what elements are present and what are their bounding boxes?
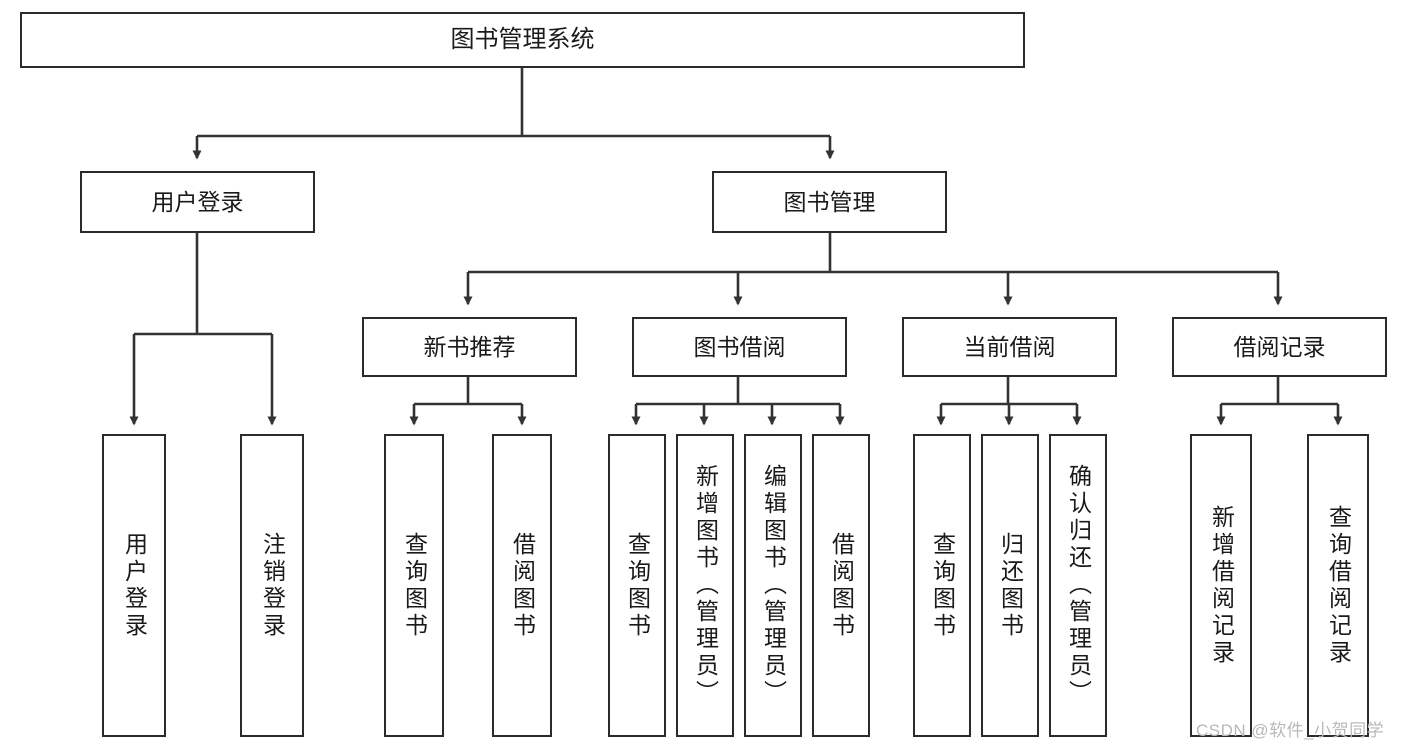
node-label: 图书管理 (783, 188, 876, 215)
node-current-borrow[interactable]: 当前借阅 (902, 317, 1117, 377)
leaf-user-login-logout[interactable]: 注销登录 (240, 434, 304, 737)
leaf-borrow-edit-book-admin[interactable]: 编辑图书（管理员） (744, 434, 802, 737)
csdn-watermark: CSDN @软件_小贺同学 (1196, 721, 1385, 740)
node-label: 编辑图书（管理员） (760, 464, 787, 707)
leaf-current-confirm-return-admin[interactable]: 确认归还（管理员） (1049, 434, 1107, 737)
leaf-user-login-login[interactable]: 用户登录 (102, 434, 166, 737)
leaf-current-query-book[interactable]: 查询图书 (913, 434, 971, 737)
node-label: 借阅图书 (509, 531, 536, 640)
node-label: 图书借阅 (693, 333, 786, 360)
leaf-record-query-record[interactable]: 查询借阅记录 (1307, 434, 1369, 737)
leaf-borrow-query-book[interactable]: 查询图书 (608, 434, 666, 737)
node-label: 归还图书 (997, 531, 1024, 640)
node-root-book-management-system[interactable]: 图书管理系统 (20, 12, 1025, 68)
node-new-book-recommend[interactable]: 新书推荐 (362, 317, 577, 377)
node-book-management[interactable]: 图书管理 (712, 171, 947, 233)
node-label: 查询图书 (929, 531, 956, 640)
node-label: 查询借阅记录 (1325, 504, 1352, 667)
node-label: 新增图书（管理员） (692, 464, 719, 707)
leaf-record-add-record[interactable]: 新增借阅记录 (1190, 434, 1252, 737)
node-label: 注销登录 (259, 531, 286, 640)
node-label: 查询图书 (401, 531, 428, 640)
leaf-new-book-borrow[interactable]: 借阅图书 (492, 434, 552, 737)
node-label: 查询图书 (624, 531, 651, 640)
node-label: 图书管理系统 (450, 26, 595, 53)
node-label: 借阅图书 (828, 531, 855, 640)
node-book-borrow[interactable]: 图书借阅 (632, 317, 847, 377)
node-label: 用户登录 (151, 188, 244, 215)
node-label: 借阅记录 (1233, 333, 1326, 360)
leaf-borrow-add-book-admin[interactable]: 新增图书（管理员） (676, 434, 734, 737)
node-user-login[interactable]: 用户登录 (80, 171, 315, 233)
node-label: 新书推荐 (423, 333, 516, 360)
node-label: 确认归还（管理员） (1065, 464, 1092, 707)
leaf-new-book-query[interactable]: 查询图书 (384, 434, 444, 737)
node-label: 新增借阅记录 (1208, 504, 1235, 667)
node-borrow-record[interactable]: 借阅记录 (1172, 317, 1387, 377)
leaf-current-return-book[interactable]: 归还图书 (981, 434, 1039, 737)
node-label: 当前借阅 (963, 333, 1056, 360)
leaf-borrow-borrow-book[interactable]: 借阅图书 (812, 434, 870, 737)
node-label: 用户登录 (121, 531, 148, 640)
